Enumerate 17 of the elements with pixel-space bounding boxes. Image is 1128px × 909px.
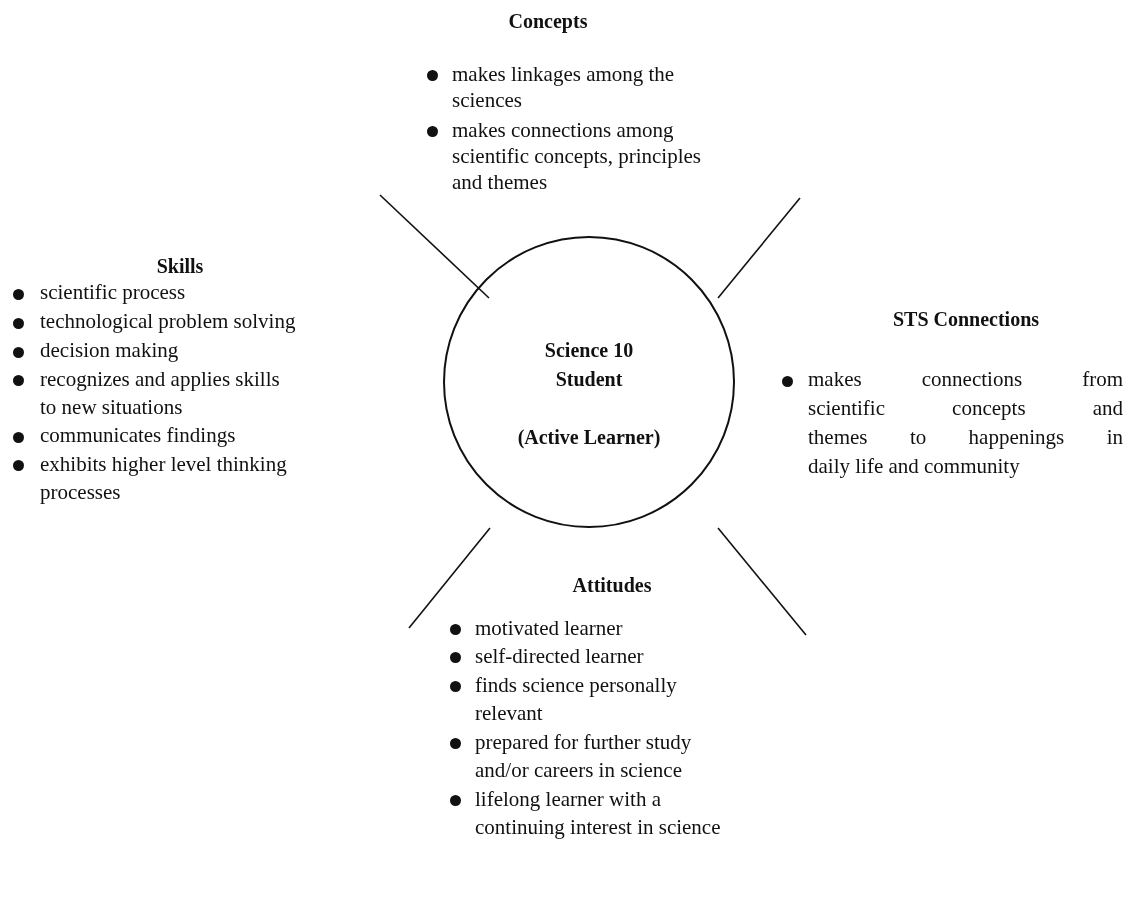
circle-text: (Active Learner) xyxy=(516,425,662,451)
bullet-text: makes connections from scientific concepts and themes to happenings in daily life and community xyxy=(808,366,1123,480)
bullet-text: scientific process xyxy=(40,279,186,306)
bullet-text: makes connections among scientific concepts, principles and themes xyxy=(452,117,701,195)
bullet-text: motivated learner xyxy=(475,615,623,642)
section-heading: STS Connections xyxy=(891,308,1041,331)
bullet-text: technological problem solving xyxy=(40,308,296,335)
section-heading: Skills xyxy=(155,255,205,278)
bullet-text: decision making xyxy=(40,337,179,364)
bullet-text: lifelong learner with a continuing interest in science xyxy=(475,786,721,841)
section-heading: Concepts xyxy=(507,10,589,33)
learner-circle xyxy=(443,236,735,528)
section-heading: Attitudes xyxy=(571,574,653,597)
bullet-text: self-directed learner xyxy=(475,643,644,670)
bullet-text: exhibits higher level thinking processes xyxy=(40,451,287,506)
circle-text: Science 10 Student xyxy=(543,338,635,392)
bullet-text: communicates findings xyxy=(40,422,236,449)
